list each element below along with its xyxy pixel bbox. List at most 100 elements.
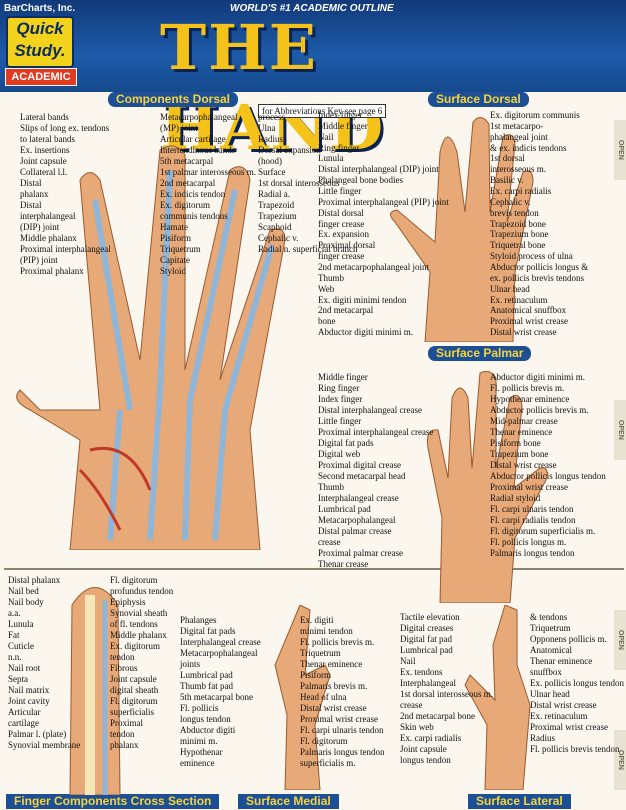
surface-lateral-illustration xyxy=(464,605,531,790)
label-sd-16: Web xyxy=(318,283,335,294)
label-sp-21: Abductor pollicis brevis m. xyxy=(490,405,589,415)
label-cd-5: Collateral l.l. xyxy=(20,167,68,177)
label-sl-20: Ex. pollicis longus tendon xyxy=(530,678,624,688)
label-sm-25: Fl. digitorum xyxy=(300,736,348,746)
label-sl-18: Thenar eminence xyxy=(530,656,593,666)
label-fc-28: superficialis xyxy=(110,707,154,717)
label-sp-10: Thumb xyxy=(318,482,344,492)
label-sd-9: Distal dorsal xyxy=(318,207,364,218)
label-fc-25: Joint capsule xyxy=(110,674,157,684)
label-sd-22: 1st metacarpo- xyxy=(490,120,544,131)
label-sd-25: 1st dorsal xyxy=(490,153,525,164)
open-tab-top: OPEN xyxy=(614,120,626,180)
label-sl-23: Ex. retinaculum xyxy=(530,711,588,721)
label-cd-33: Dorsal expansion xyxy=(258,145,321,155)
label-sp-12: Lumbrical pad xyxy=(318,504,371,514)
label-sl-19: snuffbox xyxy=(530,667,562,677)
label-sp-13: Metacarpophalangeal xyxy=(318,515,396,525)
label-sp-8: Proximal digital crease xyxy=(318,460,401,470)
label-sd-20: Abductor digiti minimi m. xyxy=(318,327,413,338)
brand-name: BarCharts, Inc. xyxy=(4,3,76,14)
label-fc-6: Cuticle xyxy=(8,641,34,651)
label-sp-33: Fl. pollicis longus m. xyxy=(490,537,567,547)
label-fc-26: digital sheath xyxy=(110,685,159,695)
label-sp-32: Fl. digitorum superficialis m. xyxy=(490,526,596,536)
label-fc-10: Nail matrix xyxy=(8,685,50,695)
label-sd-1: Middle finger xyxy=(318,120,368,131)
label-sm-23: Proximal wrist crease xyxy=(300,714,378,724)
label-cd-19: 5th metacarpal xyxy=(160,156,214,166)
section-finger-cross: Finger Components Cross Section xyxy=(6,794,220,809)
label-sd-3: Ring finger xyxy=(318,142,360,153)
label-sm-6: Thumb fat pad xyxy=(180,681,233,691)
label-sm-5: Lumbrical pad xyxy=(180,670,233,680)
label-sm-20: Palmaris brevis m. xyxy=(300,681,368,691)
label-sd-37: Ulnar head xyxy=(490,283,530,294)
label-fc-4: Lunula xyxy=(8,619,34,629)
label-sd-15: Thumb xyxy=(318,272,344,283)
label-cd-25: Hamate xyxy=(160,222,188,232)
label-sl-10: Skin web xyxy=(400,722,434,732)
label-sm-22: Distal wrist crease xyxy=(300,703,367,713)
section-surface-lateral: Surface Lateral xyxy=(468,794,571,809)
label-cd-28: Capitate xyxy=(160,255,190,265)
label-fc-2: Nail body xyxy=(8,597,44,607)
quick-study-logo: Quick Study. xyxy=(6,16,74,68)
section-surface-medial: Surface Medial xyxy=(238,794,339,809)
label-sl-12: Joint capsule xyxy=(400,744,447,754)
label-sp-23: Thenar eminence xyxy=(490,427,553,437)
label-fc-9: Septa xyxy=(8,674,28,684)
label-cd-21: 2nd metacarpal xyxy=(160,178,216,188)
label-sd-6: Phalangeal bone bodies xyxy=(318,175,403,186)
label-cd-22: Ex. indicis tendon xyxy=(160,189,226,199)
label-cd-35: Surface xyxy=(258,167,286,177)
label-sd-4: Lunula xyxy=(318,153,344,164)
label-sd-26: interosseous m. xyxy=(490,164,546,175)
label-cd-41: Cephalic v. xyxy=(258,233,299,243)
label-sl-9: 2nd metacarpal bone xyxy=(400,711,475,721)
label-sd-41: Distal wrist crease xyxy=(490,327,557,338)
label-fc-8: Nail root xyxy=(8,663,41,673)
label-sm-0: Phalanges xyxy=(180,615,217,625)
label-sd-23: phalangeal joint xyxy=(490,131,548,142)
label-cd-39: Trapezium xyxy=(258,211,297,221)
surface-palmar-illustration xyxy=(427,370,548,603)
label-cd-24: communis tendons xyxy=(160,211,228,221)
label-cd-2: to lateral bands xyxy=(20,134,75,144)
label-sd-29: Cephalic v. xyxy=(490,196,531,207)
label-cd-0: Lateral bands xyxy=(20,112,69,122)
header-banner: BarCharts, Inc. Quick Study. ACADEMIC WO… xyxy=(0,0,626,164)
label-sp-30: Fl. carpi ulnaris tendon xyxy=(490,504,574,514)
label-fc-3: a.a. xyxy=(8,608,21,618)
label-sp-28: Proximal wrist crease xyxy=(490,482,568,492)
label-sl-24: Proximal wrist crease xyxy=(530,722,608,732)
label-sd-14: 2nd metacarpophalangeal joint xyxy=(318,262,429,272)
label-sp-3: Distal interphalangeal crease xyxy=(318,405,422,415)
label-fc-12: Articular xyxy=(8,707,41,717)
label-cd-38: Trapezoid xyxy=(258,200,295,210)
label-fc-13: cartilage xyxy=(8,718,39,728)
label-sp-19: Fl. pollicis brevis m. xyxy=(490,383,565,393)
finger-cross-section-illustration xyxy=(69,587,121,795)
label-fc-30: tendon xyxy=(110,729,135,739)
label-cd-30: process xyxy=(258,112,285,122)
label-fc-18: Epiphysis xyxy=(110,597,146,607)
label-sd-13: finger crease xyxy=(318,251,365,262)
label-sl-14: & tendons xyxy=(530,612,568,622)
label-sp-34: Palmaris longus tendon xyxy=(490,548,575,558)
label-sl-1: Digital creases xyxy=(400,623,454,633)
label-fc-19: Synovial sheath xyxy=(110,608,168,618)
label-sl-2: Digital fat pad xyxy=(400,634,452,644)
label-cd-13: (PIP) joint xyxy=(20,255,58,265)
label-sp-17: Thenar crease xyxy=(318,559,369,569)
page-title: THE HAND xyxy=(160,11,386,164)
label-sl-26: Fl. pollicis brevis tendon xyxy=(530,744,620,754)
label-cd-36: 1st dorsal interosseous xyxy=(258,178,340,188)
label-sp-7: Digital web xyxy=(318,449,361,459)
label-sm-19: Pisiform xyxy=(300,670,332,680)
label-sd-24: & ex. indicis tendons xyxy=(490,142,567,153)
label-cd-27: Triquetrum xyxy=(160,244,201,254)
label-cd-40: Scaphoid xyxy=(258,222,292,232)
label-sd-0: Index finger xyxy=(318,110,363,120)
label-sm-3: Metacarpophalangeal xyxy=(180,648,258,658)
